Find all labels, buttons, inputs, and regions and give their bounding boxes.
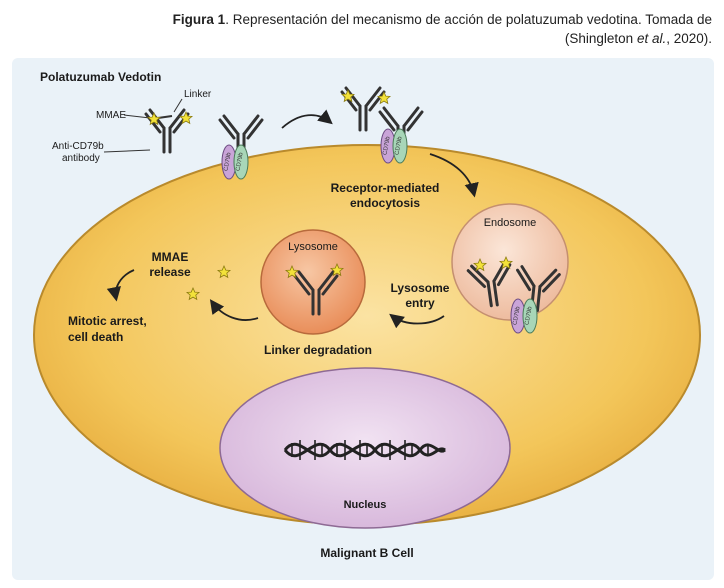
label-lysosome-entry-line1: Lysosome (391, 281, 450, 295)
nucleus (219, 367, 511, 529)
label-endocytosis-line2: endocytosis (350, 196, 420, 210)
label-linker-degradation: Linker degradation (264, 343, 372, 357)
label-lysosome-entry-line2: entry (405, 296, 435, 310)
label-endosome: Endosome (484, 217, 537, 229)
receptor-label: CD79b (382, 135, 391, 155)
caption-text: . Representación del mecanismo de acción… (225, 12, 712, 46)
label-lysosome: Lysosome (288, 241, 338, 253)
legend-linker: Linker (184, 89, 212, 100)
label-mitotic-arrest-line1: Mitotic arrest, (68, 314, 147, 328)
label-mitotic-arrest-line2: cell death (68, 330, 123, 344)
receptor-label: CD79b (524, 305, 533, 325)
receptor-label: CD79b (223, 151, 232, 171)
legend-mmae: MMAE (96, 110, 126, 121)
lysosome (260, 229, 366, 335)
label-malignant-b-cell: Malignant B Cell (320, 546, 413, 560)
legend-antibody-line2: antibody (62, 153, 100, 164)
label-endocytosis-line1: Receptor-mediated (331, 181, 440, 195)
figure-caption: Figura 1. Representación del mecanismo d… (152, 10, 712, 48)
label-nucleus: Nucleus (344, 499, 387, 511)
caption-label: Figura 1 (172, 12, 226, 27)
label-mmae-release-line2: release (149, 265, 191, 279)
legend-adc-icon (144, 108, 193, 154)
endosome-adc-icon: CD79b CD79b (466, 256, 562, 334)
adc-receptor-complex-icon: CD79b CD79b (340, 86, 424, 164)
caption-italic: et al. (636, 31, 667, 46)
diagram-title: Polatuzumab Vedotin (40, 70, 161, 84)
legend-antibody-line1: Anti-CD79b (52, 141, 104, 152)
adc-binding-icon: CD79b CD79b (218, 114, 264, 180)
receptor-label: CD79b (394, 135, 403, 155)
label-mmae-release-line1: MMAE (152, 250, 189, 264)
receptor-label: CD79b (235, 151, 244, 171)
caption-text-end: , 2020). (666, 31, 712, 46)
receptor-label: CD79b (512, 305, 521, 325)
